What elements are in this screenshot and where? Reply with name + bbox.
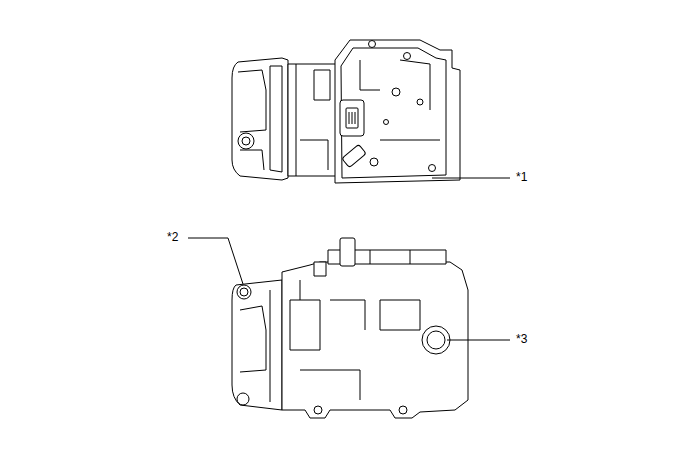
top-view-compressor: [232, 40, 460, 183]
leader-line: [447, 340, 510, 341]
casting-rib: [270, 66, 282, 172]
pulley-housing: [232, 280, 282, 410]
side-view-compressor: [232, 238, 468, 418]
casting-rib: [238, 70, 266, 132]
port-hole: [240, 288, 248, 296]
screw: [429, 165, 436, 172]
screw: [404, 53, 411, 60]
leader-lines: [188, 178, 510, 340]
inverter-detail: [370, 250, 410, 264]
mount-hole: [399, 406, 407, 414]
callout-number: *1: [515, 171, 528, 184]
connector-socket: [346, 108, 358, 128]
casting-rib: [240, 150, 264, 170]
port-boss: [237, 285, 251, 299]
cover-detail: [360, 60, 440, 140]
compressor-body: [282, 262, 468, 418]
screw: [384, 120, 389, 125]
callout-number: *3: [515, 333, 528, 346]
mount-hole: [314, 406, 322, 414]
inverter-housing: [335, 40, 460, 183]
screw: [370, 158, 378, 166]
bolt-boss: [238, 133, 254, 149]
screw: [417, 99, 423, 105]
body-detail: [296, 64, 330, 176]
screw: [392, 88, 400, 96]
inverter-cover: [341, 48, 446, 178]
leader-line: [188, 238, 243, 284]
connector-pins: [349, 112, 355, 124]
port-boss: [422, 326, 450, 354]
body-detail: [290, 280, 420, 400]
port-hole: [427, 331, 445, 349]
sensor-connector: [342, 144, 367, 167]
callout-number: *2: [166, 231, 179, 244]
screw: [369, 41, 376, 48]
pulley-housing: [232, 58, 288, 180]
mount-tab: [314, 262, 326, 276]
bolt-hole: [242, 137, 250, 145]
bolt-boss: [237, 393, 249, 405]
leader-line: [432, 178, 510, 179]
electrical-connector: [340, 100, 364, 136]
compressor-body: [288, 64, 336, 176]
electrical-connector: [340, 238, 355, 266]
casting-rib: [240, 290, 270, 402]
